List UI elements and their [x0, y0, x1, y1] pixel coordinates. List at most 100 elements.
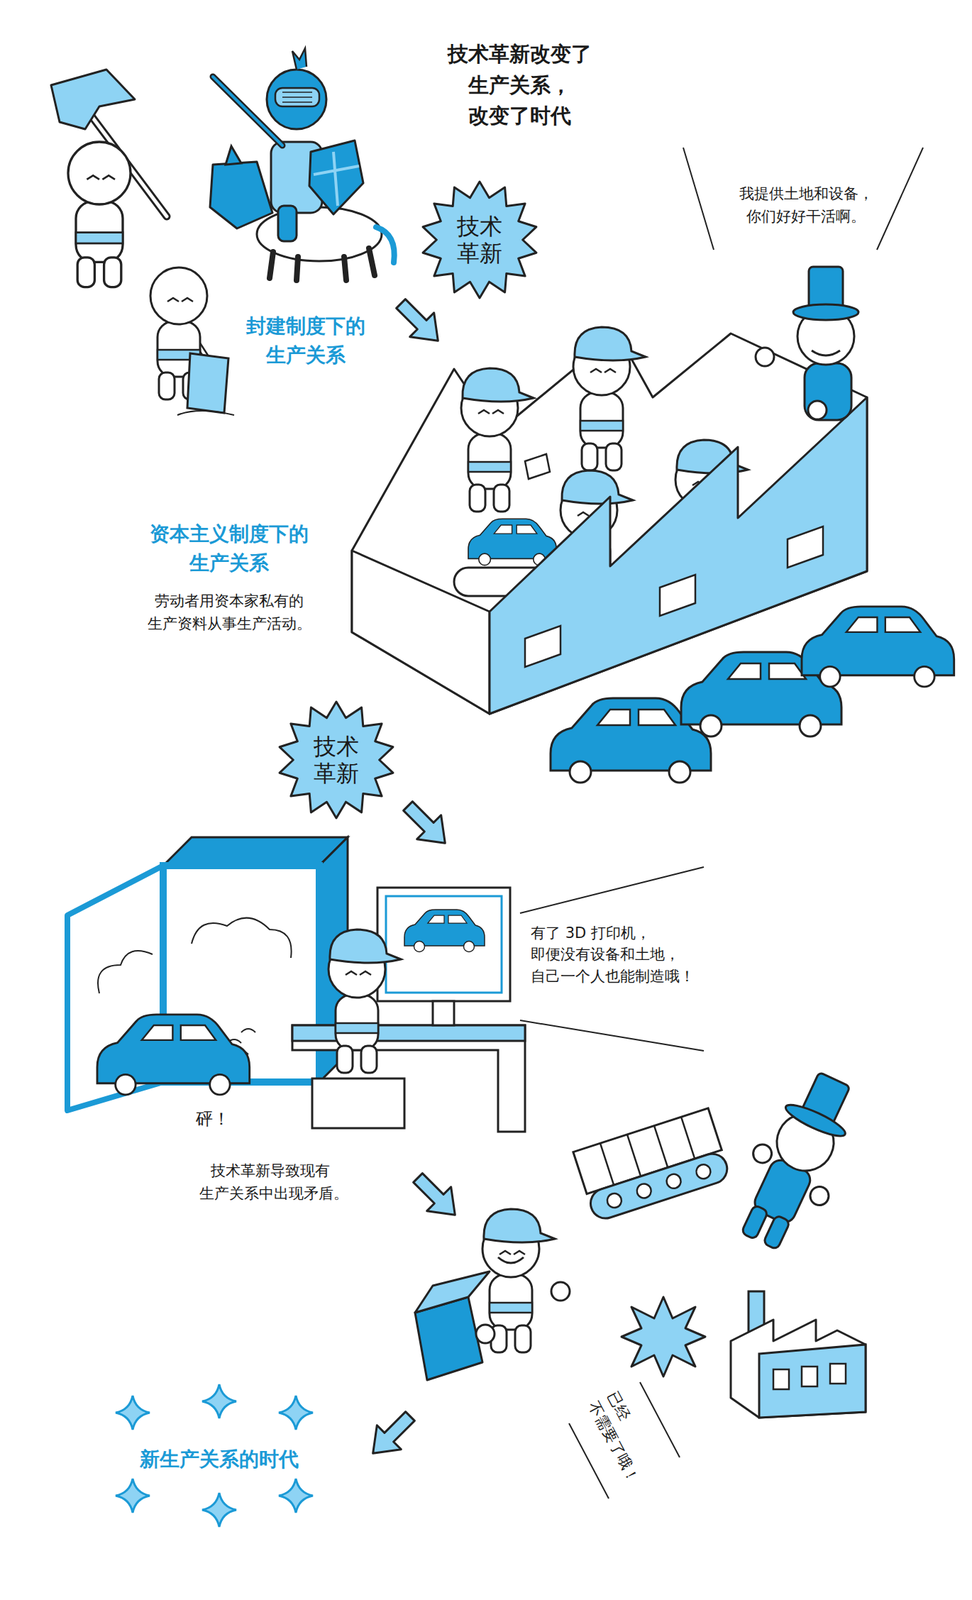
printer-scene — [67, 837, 526, 1132]
factory-scene — [574, 327, 646, 361]
printer-scene — [385, 896, 502, 993]
sparkle — [115, 1395, 150, 1430]
new-era-scene — [586, 1150, 731, 1223]
factory-scene — [561, 470, 633, 504]
burst-text: 技术 革新 — [307, 732, 365, 788]
new-era-scene — [759, 1344, 866, 1418]
printer-scene — [292, 1025, 526, 1132]
factory-scene — [804, 363, 852, 421]
printer-scene — [404, 909, 485, 953]
printer-scene — [97, 918, 292, 994]
printer-scene — [292, 1025, 526, 1041]
new-era-scene — [762, 1214, 791, 1250]
new-era-scene — [605, 1191, 623, 1209]
factory-scene — [811, 350, 841, 356]
factory-scene — [793, 266, 859, 320]
new-era-scene — [773, 1369, 789, 1390]
printer-scene — [97, 1014, 250, 1095]
new-era-scene — [807, 1183, 833, 1209]
speech-text: 我提供土地和设备， 你们好好干活啊。 — [735, 183, 877, 228]
speech-lines — [876, 147, 924, 250]
feudal-scene — [177, 410, 235, 416]
arrow — [361, 1404, 423, 1466]
starburst-shape — [422, 181, 537, 298]
feudal-scene — [225, 146, 242, 165]
new-era-scene — [801, 1366, 818, 1387]
sparkle — [115, 1384, 313, 1527]
speech-lines — [683, 147, 714, 250]
stage-note: 技术革新导致现有 生产关系中出现矛盾。 — [199, 1160, 342, 1205]
feudal-scene — [292, 48, 307, 70]
title: 技术革新改变了 生产关系， 改变了时代 — [442, 39, 599, 132]
starburst-node: 技术 革新 — [419, 179, 540, 301]
speech-lines — [639, 1382, 680, 1458]
speech-text: 有了 3D 打印机， 即便没有设备和土地， 自己一个人也能制造哦！ — [530, 922, 703, 987]
feudal-scene — [269, 248, 375, 281]
burst-text: 技术 革新 — [451, 212, 508, 268]
feudal-scene — [51, 48, 395, 416]
factory-scene — [787, 526, 824, 568]
sparkle — [115, 1478, 150, 1513]
sound-effect: 砰！ — [187, 1106, 239, 1132]
feudal-scene — [278, 205, 297, 242]
factory-scene — [468, 518, 557, 565]
new-era-scene — [483, 1208, 555, 1243]
feudal-scene — [187, 353, 229, 413]
feudal-scene — [51, 69, 135, 130]
new-era-scene — [621, 1296, 706, 1377]
factory-scene — [659, 574, 696, 616]
factory-scene — [351, 266, 955, 783]
factory-scene — [801, 606, 955, 687]
sparkle — [278, 1478, 313, 1513]
speech-text: 已经 不需要了哦！ — [582, 1387, 667, 1493]
printer-scene — [163, 837, 348, 866]
printer-scene — [432, 1001, 455, 1026]
feudal-scene — [282, 92, 313, 103]
stage-heading: 资本主义制度下的 生产关系 — [144, 520, 316, 578]
sparkle — [202, 1492, 237, 1527]
feudal-scene — [68, 141, 131, 288]
new-era-scene — [415, 1060, 876, 1418]
factory-scene — [525, 625, 561, 667]
new-era-scene — [730, 1319, 866, 1418]
feudal-scene — [210, 161, 273, 229]
arrow — [395, 793, 457, 855]
stage-heading: 新生产关系的时代 — [134, 1445, 306, 1475]
feudal-scene — [376, 227, 395, 263]
stage-note: 劳动者用资本家私有的 生产资料从事生产活动。 — [143, 590, 316, 635]
factory-scene — [808, 400, 827, 420]
arrow — [405, 1165, 467, 1227]
new-era-scene — [573, 1108, 731, 1223]
stage-heading: 封建制度下的 生产关系 — [240, 312, 372, 370]
feudal-scene — [309, 140, 364, 215]
feudal-scene — [313, 151, 360, 206]
new-era-scene — [730, 1291, 866, 1418]
new-era-scene — [749, 1141, 775, 1167]
starburst-shape — [279, 701, 394, 819]
starburst-node: 技术 革新 — [275, 699, 397, 821]
printer-scene — [329, 929, 401, 963]
factory-scene — [525, 454, 550, 479]
new-era-scene — [476, 1324, 495, 1344]
feudal-scene — [266, 69, 327, 130]
arrow — [388, 291, 450, 353]
speech-lines — [520, 1020, 704, 1051]
new-era-scene — [782, 1065, 865, 1142]
printer-scene — [377, 887, 511, 1002]
factory-scene — [351, 550, 490, 714]
new-era-scene — [830, 1363, 846, 1384]
new-era-scene — [741, 1204, 770, 1240]
new-era-scene — [694, 1162, 713, 1181]
new-era-scene — [498, 1257, 524, 1263]
sparkle — [278, 1395, 313, 1430]
factory-scene — [462, 368, 534, 402]
new-era-scene — [415, 1271, 490, 1313]
factory-scene — [755, 347, 775, 367]
new-era-scene — [664, 1172, 683, 1190]
new-era-scene — [720, 1060, 876, 1261]
sparkle — [202, 1384, 237, 1419]
printer-scene — [312, 1078, 405, 1129]
new-era-scene — [551, 1282, 570, 1301]
speech-lines — [520, 866, 704, 914]
